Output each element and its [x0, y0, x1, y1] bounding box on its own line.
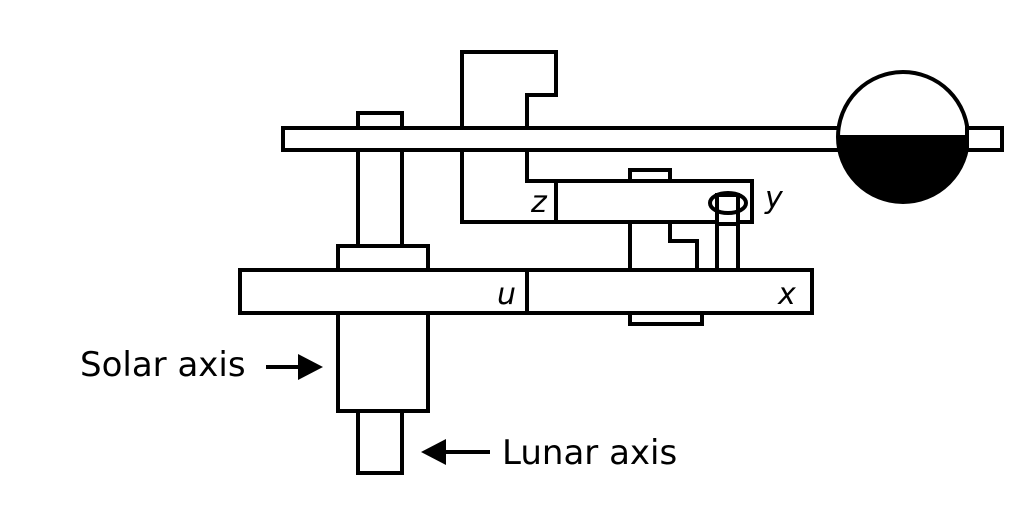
solar-arrow-head-icon — [298, 354, 323, 380]
lunar-axis-shaft — [356, 409, 404, 475]
label-x: x — [777, 277, 796, 312]
solar-axis-shaft — [336, 311, 430, 413]
bar-right-stub — [965, 126, 1004, 152]
pin-slot-ellipse — [708, 191, 748, 215]
label-z: z — [530, 185, 548, 220]
collar — [336, 244, 430, 272]
lunar-arrow-head-icon — [421, 439, 446, 465]
gear-u — [238, 268, 529, 315]
label-u: u — [497, 277, 516, 312]
sphere-dark-half — [838, 137, 968, 202]
gear-x — [525, 268, 814, 315]
pin-top — [715, 193, 740, 226]
top-cap — [356, 111, 404, 130]
label-solar-axis: Solar axis — [80, 345, 246, 385]
upper-shaft — [356, 148, 404, 248]
stepped-shaft — [628, 220, 699, 272]
label-y: y — [764, 181, 784, 216]
label-lunar-axis: Lunar axis — [502, 433, 677, 473]
